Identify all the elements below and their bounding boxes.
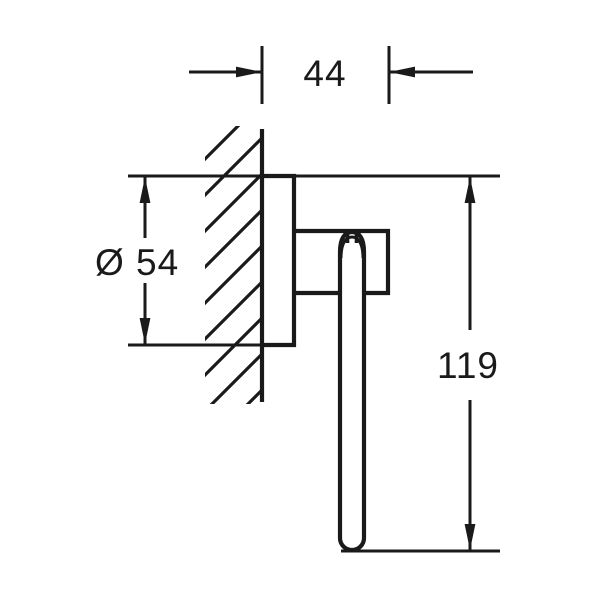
dimension-44: 44 — [189, 46, 473, 104]
rosette-flange — [262, 173, 297, 348]
wall-hatching — [205, 126, 262, 404]
dimension-119: 119 — [262, 174, 500, 553]
dim-label-44: 44 — [303, 53, 346, 94]
dimension-diameter-54: Ø 54 — [95, 174, 268, 347]
dim-label-diameter-54: Ø 54 — [95, 242, 179, 283]
hanging-ring-outer — [337, 229, 367, 553]
dim-label-119: 119 — [437, 345, 499, 386]
ring-shoulder — [339, 235, 365, 259]
